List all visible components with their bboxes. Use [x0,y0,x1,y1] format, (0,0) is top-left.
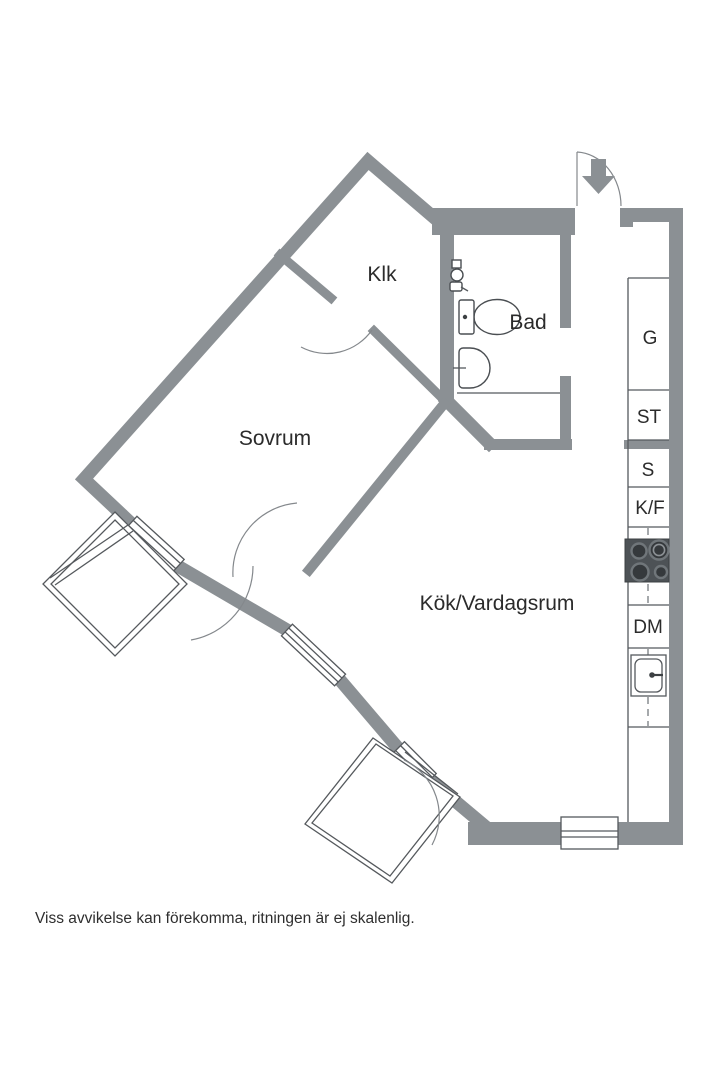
wall-bathroom-corner [437,391,499,453]
entry-arrow-icon [582,159,615,194]
label-stadskap: ST [637,407,662,428]
wall-bathroom-bottom [484,439,572,450]
balcony-door-left [123,515,186,574]
wall-sovrum-kok-divider [301,396,452,578]
wall-lower-diagonal-1 [167,556,296,639]
toilet-icon [458,298,521,336]
label-sovrum: Sovrum [239,427,311,450]
label-skap: S [642,460,655,481]
wall-right [669,208,683,845]
kitchen-counter [624,277,670,822]
room-labels: Klk Bad Sovrum Kök/Vardagsrum [239,263,575,615]
balcony-left-door-arc [190,565,254,641]
label-kok-vardagsrum: Kök/Vardagsrum [420,592,575,615]
washbasin-icon [453,347,491,389]
klk-door-arc [300,329,373,355]
shower-mixer-icon [449,259,469,292]
label-bad: Bad [509,311,546,334]
balcony-platform-bottom [304,737,461,884]
entry-jamb-stub [620,220,633,227]
interior-walls [273,228,669,578]
wall-upper-left-diagonal [74,151,448,535]
label-klk: Klk [367,263,397,286]
entry-door-arc [576,151,622,207]
window-bottom-wall [560,816,619,850]
door-swings [190,151,622,846]
balcony-platform-left [42,511,188,657]
wall-lower-diagonal-2 [330,670,408,758]
kitchen-unit-labels: G ST S K/F DM [633,328,665,638]
label-kyl-frys: K/F [635,498,665,519]
outer-walls [74,151,683,845]
wall-bathroom-left [440,229,454,407]
window-sovrum-diagonal [280,623,347,687]
wall-top-right [620,208,683,222]
cooktop-icon [624,538,670,583]
sovrum-door-arc [232,502,298,578]
bathroom-fixtures [449,259,560,394]
kitchen-sink-icon [630,654,667,697]
label-garderob: G [643,328,658,349]
disclaimer-text: Viss avvikelse kan förekomma, ritningen … [35,910,415,927]
wall-klk-partition [273,248,338,305]
balcony-bottom-door-arc [403,759,440,846]
windows-and-balcony-doors [42,511,619,884]
wall-cabinet-stub [624,440,669,449]
wall-bathroom-right-upper [560,228,571,328]
label-diskmaskin: DM [633,617,663,638]
wall-klk-bathroom-diagonal [367,324,454,410]
wall-top [432,208,575,235]
wall-bathroom-right-lower [560,376,571,446]
